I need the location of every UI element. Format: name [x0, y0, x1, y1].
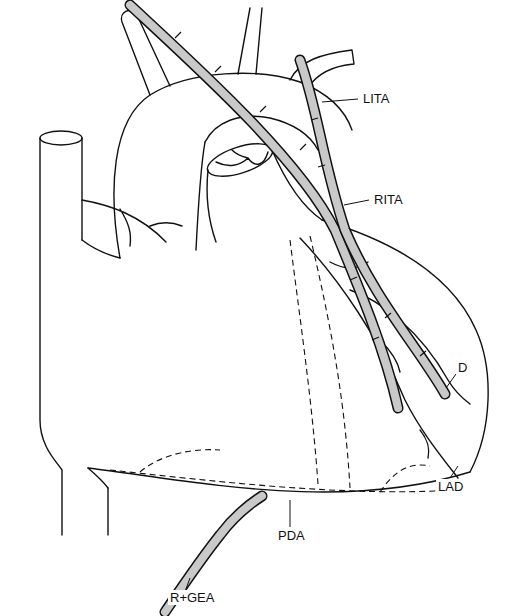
lita-graft	[130, 5, 398, 408]
leader-line	[450, 466, 458, 478]
posterior-vessel	[310, 236, 350, 488]
leader-line	[446, 374, 456, 388]
vessel-label: D	[456, 360, 469, 375]
vena-cava-wall	[107, 488, 108, 535]
heart-outline	[88, 468, 108, 488]
graft-outline	[130, 5, 398, 408]
leader-line	[290, 500, 291, 527]
vessel-label: LITA	[361, 91, 392, 106]
gea-graft	[165, 496, 262, 612]
vessel-label: PDA	[276, 528, 307, 543]
graft-outline	[300, 60, 445, 394]
graft-outline	[165, 496, 262, 612]
pda-artery	[110, 470, 455, 492]
vessel-label: LAD	[436, 479, 465, 494]
rita-graft	[300, 60, 445, 394]
posterior-vessel	[290, 240, 318, 484]
vena-cava-wall	[40, 138, 62, 535]
vessel-label: RITA	[372, 192, 405, 207]
leader-line	[322, 99, 358, 102]
aorta-outline	[196, 142, 205, 250]
pulmonary-valve	[216, 150, 268, 165]
heart-outline	[88, 468, 470, 492]
heart-outline	[82, 240, 120, 258]
vessel-label: R+GEA	[168, 590, 216, 605]
arch-branch	[238, 8, 262, 74]
coronary-artery	[82, 200, 182, 246]
leader-line	[186, 578, 190, 589]
clip-marks	[175, 32, 426, 356]
leader-line	[344, 200, 369, 205]
posterior-vessel	[140, 450, 430, 492]
vena-cava-opening	[40, 131, 82, 145]
pulmonary-trunk	[207, 170, 216, 242]
vena-cava-wall	[81, 138, 82, 240]
